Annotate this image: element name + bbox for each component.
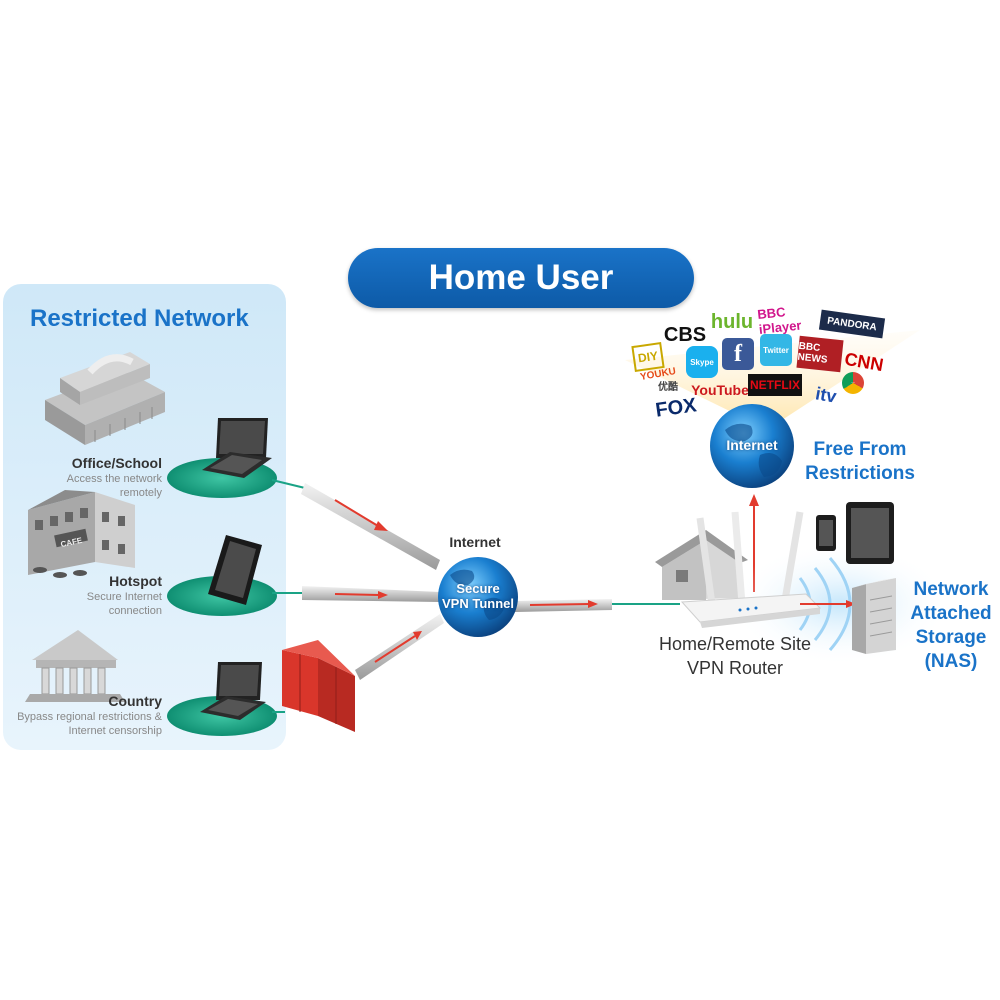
smartphone-icon (816, 515, 836, 551)
service-logo-cbs: CBS (663, 323, 707, 346)
office-building-icon (45, 352, 165, 445)
vpn-router-icon (680, 511, 822, 628)
service-logo-youtube: YouTube (691, 382, 749, 398)
country-label: Country (108, 693, 162, 709)
service-logo-facebook: f (722, 338, 754, 370)
service-logo-youku-cn: 优酷 (658, 381, 678, 393)
office-school-label: Office/School (71, 455, 162, 471)
service-logo-iplayer: BBC iPlayer (756, 304, 803, 337)
service-logo-netflix: NETFLIX (748, 374, 802, 396)
service-logo-itv: itv (813, 382, 839, 407)
service-logo-twitter: Twitter (760, 334, 792, 366)
page-title: Home User (348, 248, 694, 308)
nas-server-icon (852, 578, 896, 654)
connection-pipes (271, 479, 680, 713)
firewall-icon (282, 640, 355, 732)
tunnel-internet-label: Internet (449, 534, 501, 550)
cafe-building-icon (28, 490, 135, 578)
internet-globe-label: Internet (726, 437, 778, 453)
hotspot-tablet-icon (208, 535, 262, 605)
government-building-icon (25, 630, 125, 702)
tablet-device-icon (846, 502, 894, 564)
house-icon (655, 530, 748, 600)
office-laptop-icon (202, 418, 272, 478)
country-laptop-icon (200, 662, 266, 720)
hotspot-label: Hotspot (109, 573, 162, 589)
router-to-nas-arrow (800, 600, 856, 608)
service-logo-bbc-news: BBC NEWS (796, 335, 844, 373)
service-logo-chrome: Chrome (842, 372, 864, 394)
free-from-restrictions-label: Free From Restrictions (805, 439, 915, 484)
tunnel-globe-label: Secure VPN Tunnel (442, 581, 514, 611)
hotspot-description: Secure Internet connection (86, 591, 162, 617)
office-school-description: Access the network remotely (66, 473, 162, 499)
nas-label: Network Attached Storage (NAS) (910, 579, 992, 672)
service-logo-skype: Skype (686, 346, 718, 378)
router-label: Home/Remote Site VPN Router (658, 634, 812, 678)
internet-globe-icon (710, 404, 794, 488)
restricted-network-title: Restricted Network (30, 305, 249, 332)
service-logo-hulu: hulu (710, 310, 754, 333)
vpn-tunnel-globe-icon (438, 557, 518, 637)
country-description: Bypass regional restrictions & Internet … (17, 711, 162, 737)
